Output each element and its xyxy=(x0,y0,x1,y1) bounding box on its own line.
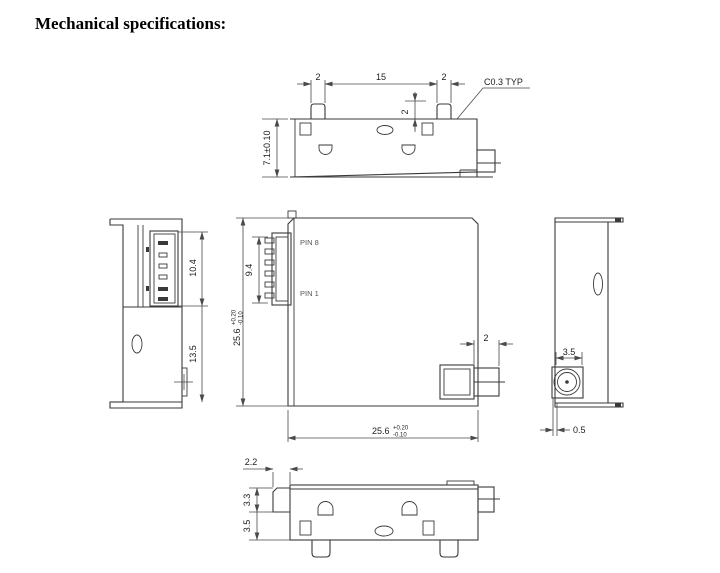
dim-label-width-tol-lower: -0.10 xyxy=(393,433,407,439)
right-view-rf-width-dim: 3.5 xyxy=(555,347,583,365)
left-view-bottom-flange xyxy=(110,401,123,403)
top-view-rf-protrusion xyxy=(476,149,496,173)
right-view-body xyxy=(554,222,609,403)
bottom-view-rf-protrusion xyxy=(477,486,495,513)
top-view-slot-right xyxy=(421,122,434,136)
front-view-top-tab xyxy=(287,210,297,219)
right-view-offset-dim: 0.5 xyxy=(540,398,586,436)
right-view-coax-connector xyxy=(551,366,584,399)
top-view: 2 15 2 C0.3 TYP 2 7.1±0.10 xyxy=(262,72,530,178)
dim-label-height-tol-upper: +0.20 xyxy=(232,309,238,325)
bottom-view-dome-right xyxy=(401,501,418,516)
left-view-inner-wall xyxy=(137,225,144,307)
pin-bottom-label: PIN 1 xyxy=(300,289,319,298)
dim-label-rf-offset: 2 xyxy=(483,333,488,343)
dim-label-connector-height: 9.4 xyxy=(244,264,254,277)
dim-label-connector-section: 10.4 xyxy=(188,259,198,277)
bottom-view-left-step xyxy=(272,487,290,513)
dim-label-width-tol-upper: +0.20 xyxy=(393,426,409,432)
top-view-dome-right xyxy=(401,144,416,155)
bottom-view-slot-left xyxy=(299,520,312,536)
left-view-connector xyxy=(146,230,179,307)
bottom-view-section-dims: 3.3 3.5 xyxy=(242,487,290,541)
top-view-width-dims: 2 15 2 xyxy=(297,72,465,103)
top-view-oval-slot xyxy=(376,125,394,135)
right-view-bottom-flange xyxy=(554,402,624,408)
bottom-view-oval-slot xyxy=(374,525,394,537)
dim-label-width-nominal: 25.6 xyxy=(372,426,390,436)
dim-label-body-height: 7.1±0.10 xyxy=(262,131,272,166)
top-view-tab-right xyxy=(436,103,452,119)
right-view-top-flange-pad xyxy=(615,218,621,222)
bottom-view-step-dim: 2.2 xyxy=(243,457,303,487)
right-view-bottom-flange-pad xyxy=(615,403,621,407)
top-view-chamfer-callout: C0.3 TYP xyxy=(456,77,530,120)
bottom-view: 2.2 3.3 3.5 xyxy=(242,457,500,558)
top-view-tab-left xyxy=(310,103,326,119)
top-view-tab-height-dim: 2 xyxy=(400,92,426,132)
dim-label-height-tol-lower: -0.10 xyxy=(239,311,245,325)
pin-top-label: PIN 8 xyxy=(300,238,319,247)
dim-label-tab-right-width: 2 xyxy=(441,72,446,82)
front-view: PIN 8 PIN 1 9.4 2 xyxy=(232,210,513,442)
right-view-oval-hole xyxy=(593,272,603,296)
dim-label-upper-section: 3.3 xyxy=(242,494,252,507)
right-view-top-flange xyxy=(554,217,624,223)
front-view-rf-offset-dim: 2 xyxy=(460,333,513,366)
page-title: Mechanical specifications: xyxy=(35,14,227,33)
left-side-view: 10.4 13.5 xyxy=(109,218,208,409)
dim-label-lower-section: 3.5 xyxy=(242,520,252,533)
bottom-view-foot-right xyxy=(439,540,459,558)
dim-label-rf-bottom-offset: 0.5 xyxy=(573,425,586,435)
bottom-view-foot-left xyxy=(311,540,331,558)
left-view-section-dims: 10.4 13.5 xyxy=(178,231,208,403)
bottom-view-dome-left xyxy=(317,501,334,516)
dim-label-pitch: 15 xyxy=(376,72,386,82)
dim-label-lower-section: 13.5 xyxy=(188,345,198,363)
dim-label-height-nominal: 25.6 xyxy=(232,328,242,346)
dim-label-chamfer: C0.3 TYP xyxy=(484,77,523,87)
front-view-width-dim: 25.6 +0.20 -0.10 xyxy=(287,410,479,442)
dim-label-tab-left-width: 2 xyxy=(315,72,320,82)
front-view-connector-dim: 9.4 xyxy=(244,236,268,304)
left-view-oval-hole xyxy=(131,334,143,354)
left-view-rf-tab xyxy=(174,367,193,397)
front-view-rf-connector xyxy=(439,364,505,400)
top-view-slot-left xyxy=(299,122,312,136)
top-view-height-dim: 7.1±0.10 xyxy=(262,118,288,178)
front-view-pin-connector xyxy=(264,232,292,306)
bottom-view-slot-right xyxy=(422,520,435,536)
dim-label-step-width: 2.2 xyxy=(245,457,258,467)
front-view-height-dim: 25.6 +0.20 -0.10 xyxy=(232,217,288,407)
dim-label-tab-height: 2 xyxy=(400,109,410,114)
top-view-body xyxy=(289,118,478,178)
top-view-step xyxy=(459,169,493,178)
top-view-dome-left xyxy=(318,144,333,155)
dim-label-rf-width: 3.5 xyxy=(563,347,576,357)
right-side-view: 3.5 0.5 xyxy=(540,217,624,436)
bottom-view-top-bar xyxy=(446,480,475,486)
